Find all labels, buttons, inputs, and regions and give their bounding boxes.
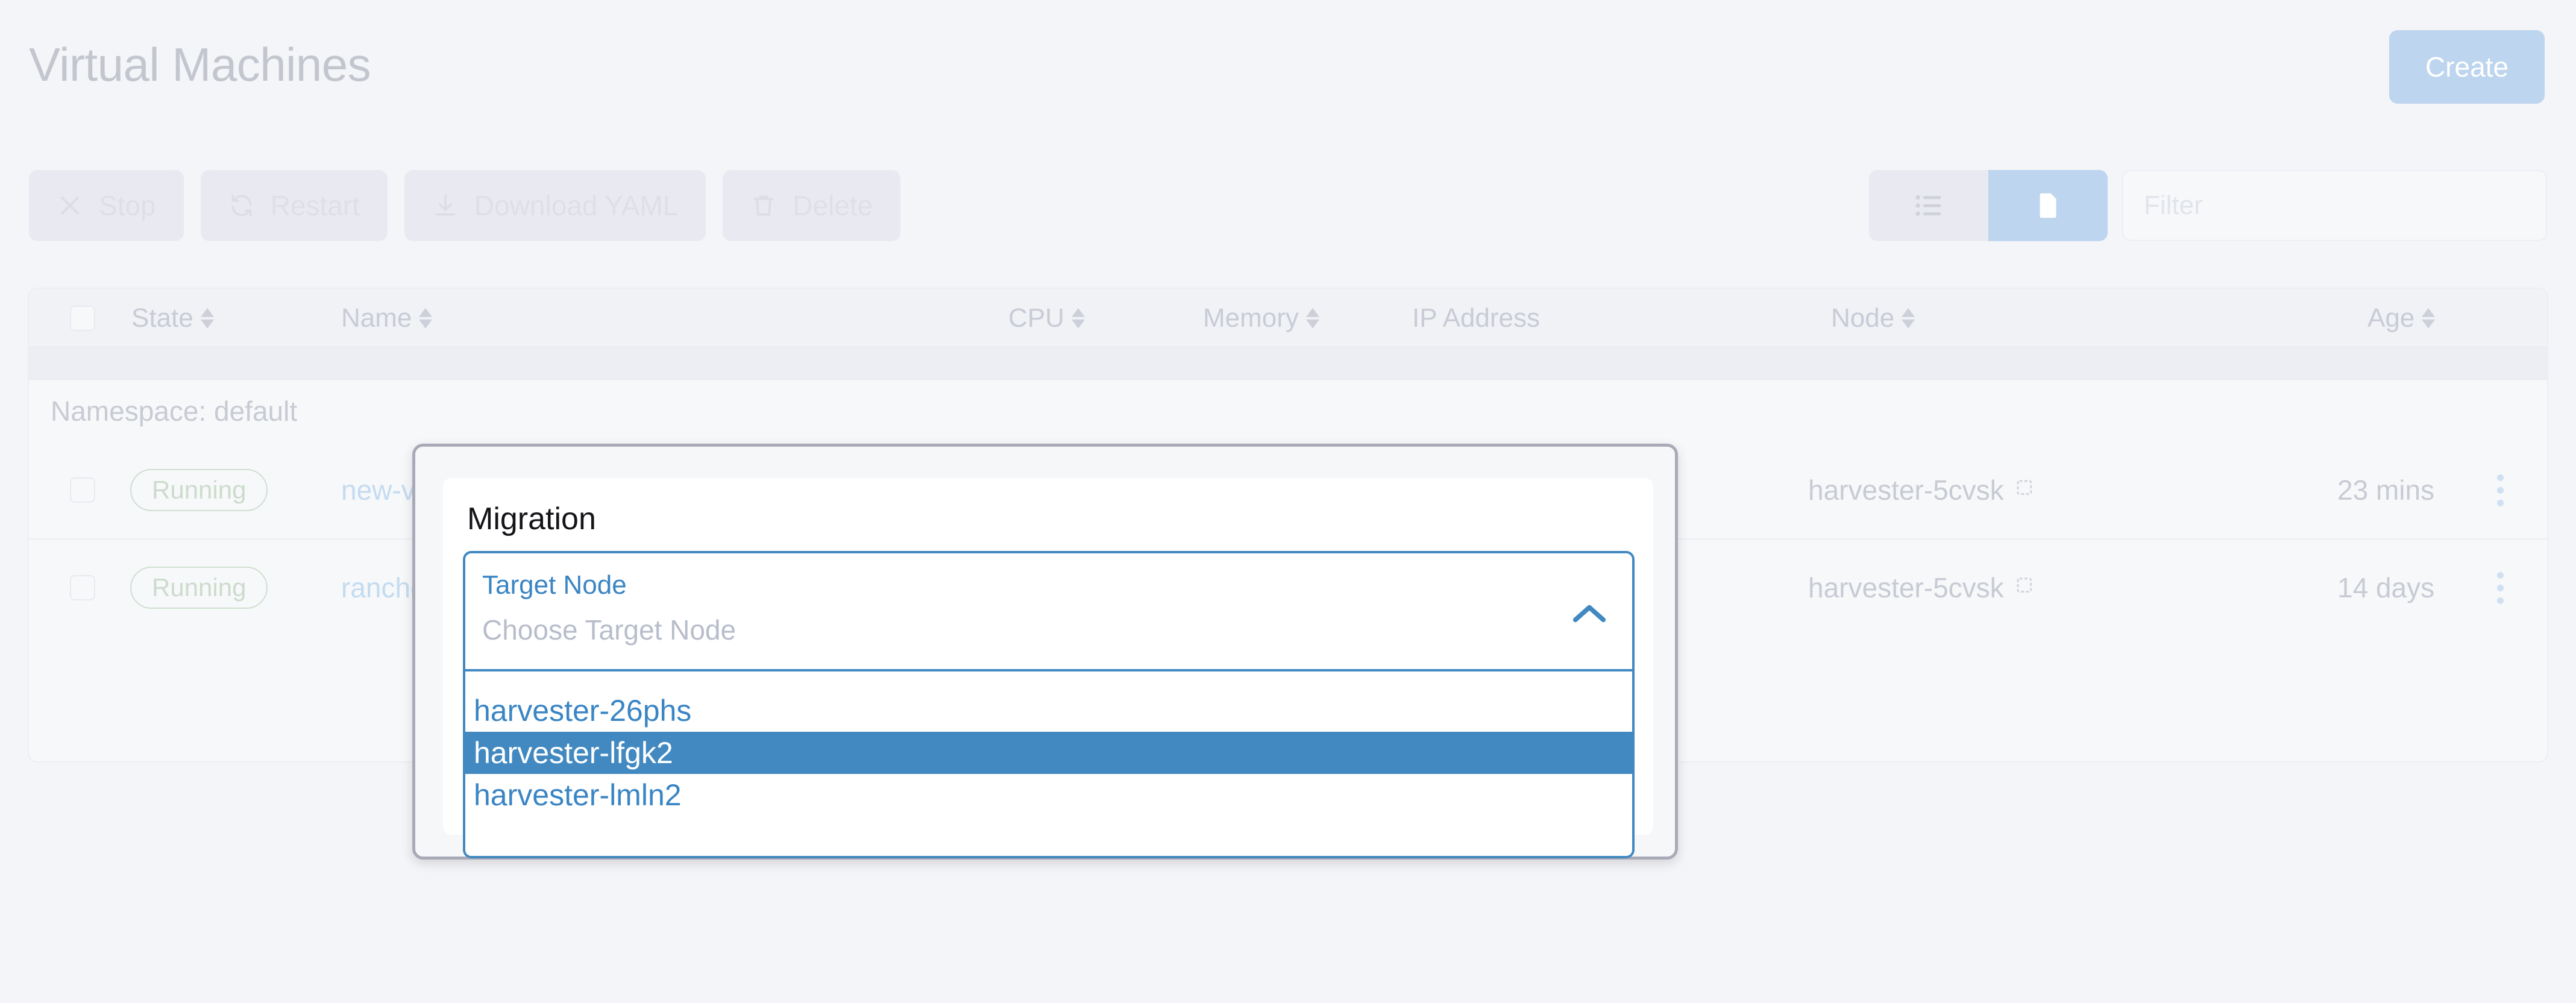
column-header-cpu-label: CPU [1008,303,1064,333]
view-toggle [1869,170,2108,241]
action-toolbar: Stop Restart Download [29,170,901,241]
row-checkbox[interactable] [70,539,95,636]
column-header-memory-label: Memory [1203,303,1299,333]
group-header-namespace: Namespace: default [29,380,2547,442]
row-age: 23 mins [2337,474,2435,506]
row-state: Running [130,539,268,636]
dropdown-option-selected[interactable]: harvester-lfgk2 [465,732,1632,774]
column-header-name-label: Name [341,303,412,333]
row-node: harvester-5cvsk [1808,442,2039,538]
row-age: 14 days [2337,572,2435,603]
status-badge: Running [130,469,268,511]
checkbox-box [70,306,95,331]
sort-arrows-icon [1071,308,1085,329]
column-header-state[interactable]: State [131,289,214,348]
row-actions-menu[interactable] [2497,539,2504,636]
column-header-ip-address: IP Address [1412,289,1540,348]
group-header-label: Namespace: default [51,395,298,427]
chevron-up-icon[interactable] [1571,599,1608,628]
group-view-toggle[interactable] [1988,170,2108,241]
group-band [29,348,2547,380]
refresh-icon [228,192,255,219]
kebab-menu-icon [2497,474,2504,506]
sort-arrows-icon [1305,308,1319,329]
migration-modal-title: Migration [467,502,596,536]
target-node-placeholder: Choose Target Node [482,614,737,646]
copy-icon[interactable] [2015,477,2039,503]
delete-button[interactable]: Delete [723,170,901,241]
column-header-age[interactable]: Age [2367,289,2436,348]
table-header-row: State Name CPU [29,289,2547,348]
create-button[interactable]: Create [2389,30,2545,104]
dropdown-option[interactable]: harvester-26phs [474,694,692,728]
restart-button-label: Restart [270,190,360,221]
target-node-label: Target Node [482,570,627,600]
list-view-toggle[interactable] [1869,170,1988,241]
download-yaml-button[interactable]: Download YAML [404,170,706,241]
row-checkbox[interactable] [70,442,95,538]
target-node-dropdown[interactable]: harvester-26phs harvester-lfgk2 harveste… [463,671,1635,858]
select-all-checkbox[interactable] [70,289,95,348]
column-header-name[interactable]: Name [341,289,433,348]
checkbox-box [70,477,95,503]
list-view-icon [1912,189,1945,222]
download-yaml-button-label: Download YAML [474,190,679,221]
download-icon [432,192,459,219]
page-title: Virtual Machines [29,38,371,91]
target-node-select[interactable]: Target Node Choose Target Node [463,551,1635,671]
column-header-state-label: State [131,303,193,333]
sort-arrows-icon [1902,308,1915,329]
copy-icon[interactable] [2015,574,2039,601]
delete-button-label: Delete [793,190,873,221]
stop-button[interactable]: Stop [29,170,184,241]
status-badge: Running [130,567,268,609]
column-header-memory[interactable]: Memory [1203,289,1319,348]
trash-icon [750,192,777,219]
column-header-ip-address-label: IP Address [1412,303,1540,333]
close-icon [57,192,83,219]
sort-arrows-icon [200,308,214,329]
row-node-label: harvester-5cvsk [1808,474,2004,506]
sort-arrows-icon [419,308,433,329]
sort-arrows-icon [2422,308,2436,329]
column-header-cpu[interactable]: CPU [1008,289,1085,348]
restart-button[interactable]: Restart [200,170,388,241]
row-state: Running [130,442,268,538]
filter-input[interactable]: Filter [2122,170,2547,241]
group-view-icon [2032,189,2064,222]
row-node: harvester-5cvsk [1808,539,2039,636]
checkbox-box [70,575,95,600]
row-actions-menu[interactable] [2497,442,2504,538]
kebab-menu-icon [2497,571,2504,604]
stop-button-label: Stop [99,190,156,221]
filter-placeholder: Filter [2144,190,2203,220]
column-header-node-label: Node [1831,303,1895,333]
row-node-label: harvester-5cvsk [1808,572,2004,603]
column-header-node[interactable]: Node [1831,289,1915,348]
dropdown-option[interactable]: harvester-lmln2 [474,778,682,812]
column-header-age-label: Age [2367,303,2415,333]
